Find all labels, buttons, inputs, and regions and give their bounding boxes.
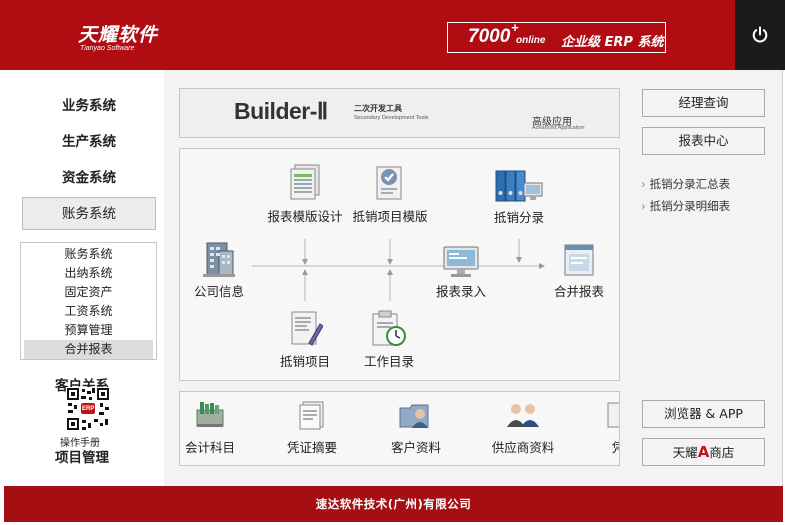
builder-title: Builder-Ⅱ <box>234 98 328 124</box>
logo-text-en: Tianyao Software <box>80 45 135 52</box>
erp-online-text: online <box>516 35 546 46</box>
link-offset-summary[interactable]: ›抵销分录汇总表 <box>641 176 730 192</box>
manual-label[interactable]: 操作手册 <box>60 438 100 449</box>
advanced-app-cn: 高级应用 <box>532 117 572 128</box>
node-company-info[interactable]: 公司信息 <box>184 239 254 300</box>
monitor-icon <box>443 246 479 277</box>
store-label-prefix: 天耀 <box>672 445 698 460</box>
top-header: 天耀软件 Tianyao Software 7000 + online 企业级 … <box>0 0 785 70</box>
sidebar-item-projects[interactable]: 项目管理 <box>55 450 109 466</box>
suppliers-people-icon <box>507 404 539 427</box>
node-offset-template[interactable]: 抵销项目模版 <box>350 164 430 225</box>
node-label: 报表录入 <box>435 284 486 299</box>
node-label: 抵销项目模版 <box>352 209 428 224</box>
shortcut-voucher[interactable]: 凭 <box>578 400 619 456</box>
spreadsheet-icon <box>290 164 320 200</box>
browser-app-button[interactable]: 浏览器 & APP <box>642 400 765 428</box>
node-report-entry[interactable]: 报表录入 <box>426 245 496 300</box>
submenu-item-cashier[interactable]: 出纳系统 <box>64 266 113 280</box>
shortcut-label: 客户资料 <box>390 440 441 455</box>
link-label: 抵销分录明细表 <box>649 199 731 213</box>
company-logo: 天耀软件 Tianyao Software <box>78 20 158 52</box>
link-label: 抵销分录汇总表 <box>649 177 731 191</box>
sidebar-item-funds[interactable]: 资金系统 <box>62 170 116 186</box>
consolidation-flow-panel: 报表模版设计 抵销项目模版 抵销分录 <box>179 148 620 381</box>
submenu-item-fixed-assets[interactable]: 固定资产 <box>64 285 113 299</box>
voucher-icon <box>299 401 324 430</box>
qr-badge-text: ERP <box>82 406 95 412</box>
shortcut-customers[interactable]: 客户资料 <box>376 400 456 456</box>
shortcut-accounts[interactable]: 会计科目 <box>180 400 250 456</box>
erp-plus-sign: + <box>511 20 519 35</box>
submenu-item-consolidated[interactable]: 合并报表 <box>24 340 153 359</box>
footer: 速达软件技术(广州)有限公司 <box>4 486 783 522</box>
submenu-item-budget[interactable]: 预算管理 <box>64 323 113 337</box>
node-work-catalog[interactable]: 工作目录 <box>354 309 424 370</box>
submenu-item-ledger[interactable]: 账务系统 <box>64 247 113 261</box>
erp-version-number: 7000 <box>468 26 511 47</box>
qr-code[interactable]: ERP <box>66 387 110 431</box>
node-label: 合并报表 <box>553 284 604 299</box>
node-label: 报表模版设计 <box>267 209 343 224</box>
footer-company: 速达软件技术(广州)有限公司 <box>315 497 472 511</box>
qr-code-icon <box>66 387 110 431</box>
shortcut-bar: 会计科目 凭证摘要 客户资料 供应商资料 凭 <box>179 391 620 466</box>
binders-monitor-icon <box>495 170 543 202</box>
document-pen-icon <box>291 311 323 346</box>
node-template-design[interactable]: 报表模版设计 <box>265 164 345 225</box>
customer-folder-icon <box>399 404 429 428</box>
erp-system-text: 企业级 ERP 系统 <box>561 35 664 50</box>
link-offset-detail[interactable]: ›抵销分录明细表 <box>641 198 730 214</box>
report-window-icon <box>564 244 594 276</box>
report-center-button[interactable]: 报表中心 <box>642 127 765 155</box>
document-check-icon <box>376 166 402 200</box>
builder-subtitle-en: Secondary Development Tools <box>354 115 429 121</box>
building-icon <box>203 242 235 277</box>
submenu-panel: 账务系统 出纳系统 固定资产 工资系统 预算管理 合并报表 <box>20 242 157 360</box>
chevron-right-icon: › <box>641 199 646 213</box>
node-offset-entry[interactable]: 抵销分录 <box>484 169 554 226</box>
node-offset-item[interactable]: 抵销项目 <box>270 309 340 370</box>
clipboard-clock-icon <box>372 310 406 346</box>
node-label: 抵销分录 <box>493 210 544 225</box>
power-icon <box>752 26 768 43</box>
shortcut-label: 凭证摘要 <box>286 440 337 455</box>
builder-banner[interactable]: Builder-Ⅱ 二次开发工具 Secondary Development T… <box>179 88 620 138</box>
accounts-folder-icon <box>196 402 224 427</box>
voucher-stack-icon <box>607 402 619 428</box>
store-label-suffix: 商店 <box>709 445 735 460</box>
store-a-logo: A <box>697 443 710 461</box>
sidebar-item-business[interactable]: 业务系统 <box>62 98 116 114</box>
flow-connector-lines <box>252 239 545 301</box>
sidebar-item-production[interactable]: 生产系统 <box>62 134 116 150</box>
builder-subtitle-cn: 二次开发工具 <box>354 104 402 113</box>
app-store-button[interactable]: 天耀A商店 <box>642 438 765 466</box>
sidebar-item-accounting[interactable]: 账务系统 <box>22 197 156 230</box>
erp-product-badge: 7000 + online 企业级 ERP 系统 <box>447 20 666 53</box>
chevron-right-icon: › <box>641 177 646 191</box>
logo-text-cn: 天耀软件 <box>78 24 159 46</box>
power-button[interactable] <box>735 0 785 70</box>
shortcut-label: 会计科目 <box>184 440 235 455</box>
shortcut-label: 供应商资料 <box>491 440 555 455</box>
shortcut-label: 凭 <box>578 437 619 456</box>
node-consolidated-report[interactable]: 合并报表 <box>544 239 614 300</box>
submenu-item-payroll[interactable]: 工资系统 <box>64 304 113 318</box>
advanced-app-en: Advanced Application <box>532 125 585 131</box>
node-label: 抵销项目 <box>279 354 330 369</box>
shortcut-suppliers[interactable]: 供应商资料 <box>483 400 563 456</box>
shortcut-voucher-summary[interactable]: 凭证摘要 <box>272 400 352 456</box>
manager-query-button[interactable]: 经理查询 <box>642 89 765 117</box>
node-label: 工作目录 <box>363 354 414 369</box>
node-label: 公司信息 <box>193 284 244 299</box>
